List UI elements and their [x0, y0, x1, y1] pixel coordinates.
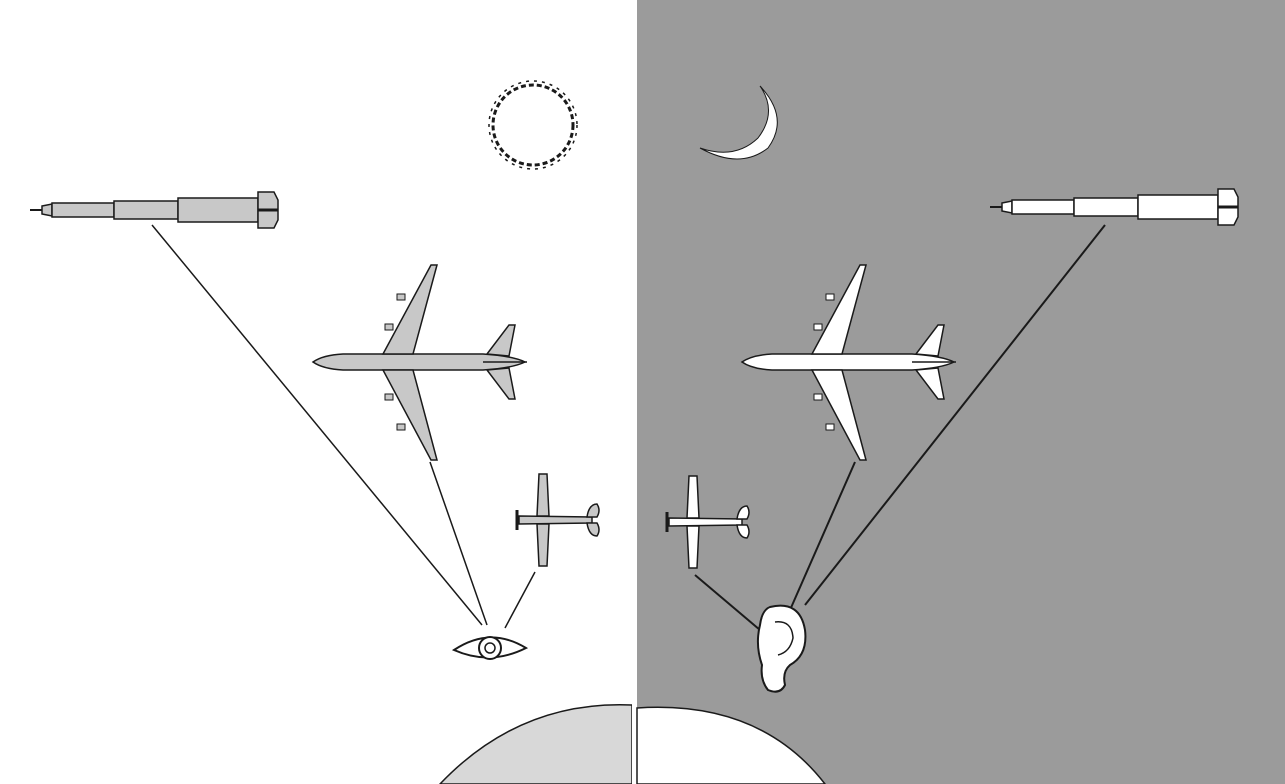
earth-horizon	[636, 706, 826, 784]
eye-icon	[451, 636, 529, 660]
moon-icon	[699, 85, 778, 160]
earth-horizon	[438, 703, 633, 784]
sound-lines	[694, 224, 1106, 631]
sight-lines	[151, 224, 536, 629]
ear-icon	[756, 604, 807, 693]
sun-icon	[488, 80, 578, 170]
day-panel	[0, 0, 633, 784]
night-panel	[636, 0, 1285, 784]
